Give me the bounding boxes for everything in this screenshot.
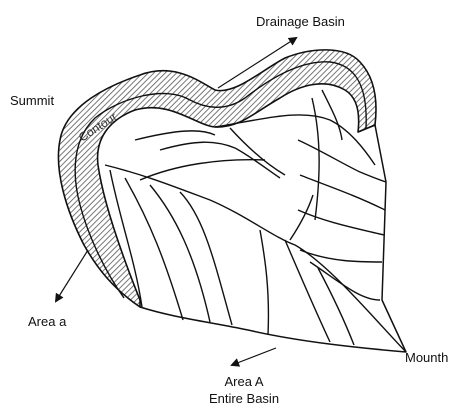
area-large-label: Area A [224, 374, 263, 389]
mouth-label: Mounth [405, 350, 448, 365]
area-small-label: Area a [28, 314, 67, 329]
drainage-basin-label: Drainage Basin [256, 14, 345, 29]
area-a-arrow [56, 250, 88, 301]
entire-basin-label: Entire Basin [209, 391, 279, 406]
summit-label: Summit [10, 93, 54, 108]
basin-outline [140, 125, 406, 352]
entire-basin-arrow [232, 348, 276, 365]
